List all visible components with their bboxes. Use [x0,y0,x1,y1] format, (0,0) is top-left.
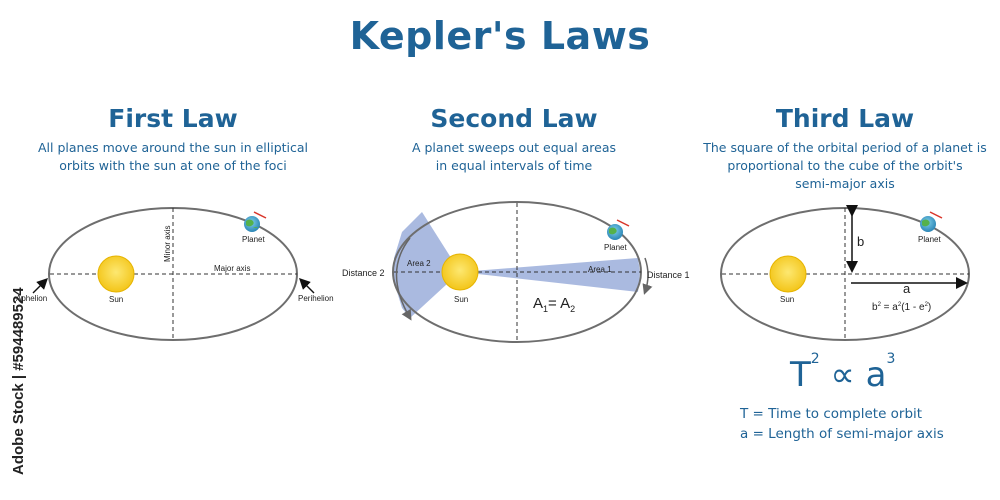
first-law-description-line2: orbits with the sun at one of the foci [59,158,287,173]
first-law-aphelion-label: Aphelion [16,294,47,303]
equation-sub2: 2 [570,304,575,314]
second-law-area2-label: Area 2 [407,259,431,268]
second-law-distance1-label: Distance 1 [647,270,690,280]
third-law-heading: Third Law [775,104,915,133]
third-law-description-line2: proportional to the cube of the orbit's [727,158,963,173]
third-law-description-line1: The square of the orbital period of a pl… [703,140,987,155]
second-law-sun-label: Sun [454,295,468,304]
distance2-arc-icon [395,237,412,321]
sun-icon [97,255,135,293]
formula-T: T [790,355,811,395]
third-law-formula: T2 ∝ a3 [790,351,895,395]
third-law-description-line3: semi-major axis [795,176,895,191]
formula-proportional: ∝ a [819,355,887,395]
first-law-planet-label: Planet [242,235,265,244]
legend-T: T = Time to complete orbit [740,406,923,422]
first-law-perihelion-label: Perihelion [298,294,334,303]
first-law-panel: First Law All planes move around the sun… [23,104,323,175]
second-law-planet-label: Planet [604,243,627,252]
aphelion-arrow-icon [32,278,48,294]
second-law-equation: A1= A2 [533,295,575,314]
second-law-description-line2: in equal intervals of time [435,158,593,173]
sun-icon [769,255,807,293]
third-law-ellipse-equation: b2 = a2(1 - e2) [872,302,931,313]
third-law-panel: Third Law The square of the orbital peri… [695,104,995,193]
planet-icon [244,216,260,232]
third-law-description: The square of the orbital period of a pl… [695,139,995,193]
third-law-planet-label: Planet [918,235,941,244]
sun-icon [441,253,479,291]
third-law-legend: T = Time to complete orbit a = Length of… [740,404,944,444]
second-law-panel: Second Law A planet sweeps out equal are… [364,104,664,175]
first-law-minor-axis-label: Minor axis [163,226,172,262]
formula-T-exponent: 2 [810,351,820,367]
second-law-description-line1: A planet sweeps out equal areas [411,140,617,155]
equation-sub1: 1 [543,304,548,314]
first-law-major-axis-label: Major axis [214,264,250,273]
third-law-sun-label: Sun [780,295,794,304]
first-law-description-line1: All planes move around the sun in ellipt… [37,140,309,155]
second-law-area1-label: Area 1 [588,265,612,274]
third-law-b-label: b [857,234,864,249]
equation-a1: A [533,295,543,312]
third-law-a-label: a [903,281,911,296]
third-law-diagram: b a Sun Planet b2 = a2(1 - e2) [720,205,970,341]
first-law-diagram: Minor axis Major axis Sun Planet Aphelio… [16,207,334,341]
planet-motion-arrow-icon [616,219,630,227]
area1-sweep [460,258,640,292]
second-law-distance2-label: Distance 2 [342,268,385,278]
equation-eq: = A [548,295,570,312]
planet-motion-arrow-icon [253,211,267,219]
planet-icon [920,216,936,232]
first-law-heading: First Law [108,104,238,133]
formula-a-exponent: 3 [886,351,896,367]
second-law-description: A planet sweeps out equal areas in equal… [364,139,664,175]
first-law-description: All planes move around the sun in ellipt… [23,139,323,175]
page-title: Kepler's Laws [349,14,651,58]
perihelion-arrow-icon [299,278,315,294]
watermark-text: Adobe Stock | #594489524 [10,287,27,475]
distance1-arc-icon [642,257,653,295]
first-law-sun-label: Sun [109,295,123,304]
planet-icon [607,224,623,240]
second-law-diagram: Area 2 Area 1 Distance 2 Distance 1 Sun … [342,201,690,343]
legend-a: a = Length of semi-major axis [740,426,944,442]
second-law-heading: Second Law [430,104,598,133]
planet-motion-arrow-icon [929,211,943,219]
